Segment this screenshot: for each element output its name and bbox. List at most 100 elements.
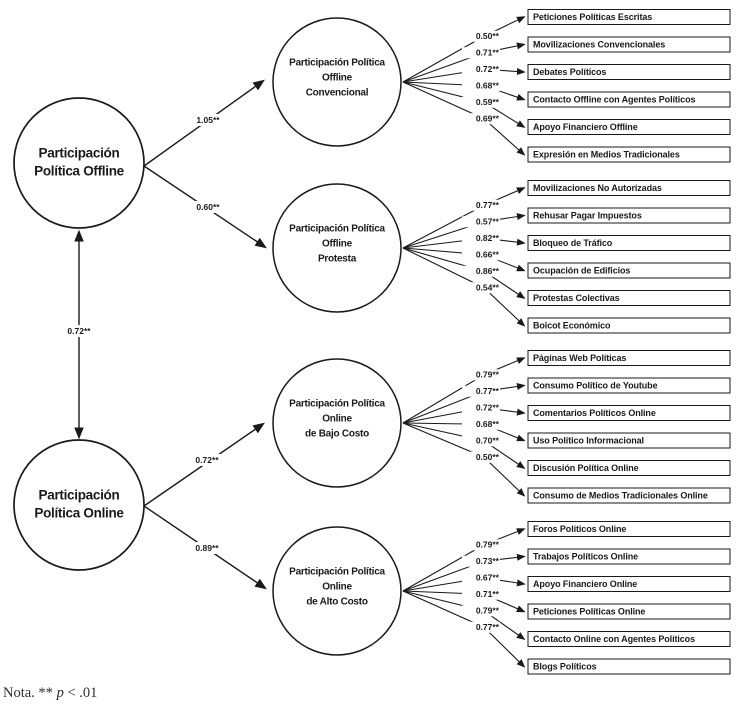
- indicator-box: [527, 350, 731, 366]
- loading-backplate: [462, 621, 500, 633]
- path-value: 0.89**: [195, 543, 219, 553]
- loading-backplate: [462, 63, 500, 75]
- loading-value: 0.68**: [476, 419, 500, 429]
- loading-backplate: [462, 402, 500, 414]
- path-value-backplate: [190, 114, 226, 126]
- factor-node-label-line: Convencional: [306, 88, 369, 99]
- loading-value: 0.67**: [476, 573, 500, 583]
- loading-backplate: [462, 539, 500, 551]
- indicator-label: Peticiones Políticas Escritas: [533, 12, 652, 22]
- indicator-label: Uso Político Informacional: [533, 435, 644, 445]
- loading-backplate: [462, 555, 500, 567]
- loading-value: 0.66**: [476, 250, 500, 260]
- indicator-box: [527, 235, 731, 251]
- factor-node-label-line: Online: [322, 582, 352, 593]
- indicator-label: Movilizaciones No Autorizadas: [533, 183, 662, 193]
- indicator-box: [527, 631, 731, 647]
- loading-value: 0.72**: [476, 403, 500, 413]
- note: Nota. ** p < .01: [3, 685, 97, 702]
- loading-value: 0.54**: [476, 283, 500, 293]
- loading-value: 0.69**: [476, 114, 500, 124]
- indicator-box: [527, 460, 731, 476]
- indicator-box: [527, 521, 731, 537]
- loading-value: 0.68**: [476, 81, 500, 91]
- factor-node-label-line: Participación Política: [289, 567, 385, 578]
- factor-node-online-bajo-costo: [272, 358, 402, 488]
- factor-node-label-line: Protesta: [318, 254, 357, 265]
- factor-node-label-line: Online: [322, 414, 352, 425]
- loading-backplate: [462, 282, 500, 294]
- indicator-label: Boicot Económico: [533, 320, 611, 330]
- indicator-label: Peticiones Políticas Online: [533, 606, 645, 616]
- latent-node-label-line: Participación: [39, 146, 120, 161]
- indicator-label: Apoyo Financiero Online: [533, 579, 637, 589]
- factor-node-label-line: Participación Política: [289, 399, 385, 410]
- indicator-label: Apoyo Financiero Offline: [533, 122, 638, 132]
- correlation-value: 0.72**: [67, 326, 91, 336]
- indicator-box: [527, 405, 731, 421]
- indicator-box: [527, 603, 731, 620]
- indicator-box: [527, 658, 731, 675]
- loading-value: 0.77**: [476, 200, 500, 210]
- latent-node-label-line: Participación: [39, 488, 120, 503]
- indicator-label: Consumo de Medios Tradicionales Online: [533, 490, 708, 500]
- note-tail: < .01: [63, 685, 98, 701]
- loading-backplate: [462, 113, 500, 125]
- correlation-value-backplate: [61, 325, 97, 337]
- factor-node-label-line: Offline: [322, 239, 353, 250]
- note-p-symbol: p: [56, 685, 64, 701]
- loading-value: 0.50**: [476, 452, 500, 462]
- loading-backplate: [462, 385, 500, 397]
- indicator-box: [527, 119, 731, 135]
- path-value: 0.72**: [195, 455, 219, 465]
- indicator-box: [527, 64, 731, 80]
- indicator-box: [527, 146, 731, 163]
- factor-node-label-line: Offline: [322, 73, 353, 84]
- loading-backplate: [462, 572, 500, 584]
- loading-value: 0.72**: [476, 64, 500, 74]
- indicator-label: Debates Políticos: [533, 67, 606, 77]
- indicator-label: Comentarios Políticos Online: [533, 408, 656, 418]
- latent-node-offline: [13, 97, 145, 229]
- loading-backplate: [462, 199, 500, 211]
- path-value: 0.60**: [196, 202, 220, 212]
- loading-value: 0.77**: [476, 386, 500, 396]
- indicator-box: [527, 432, 731, 449]
- indicator-box: [527, 576, 731, 592]
- loading-value: 0.79**: [476, 540, 500, 550]
- loading-backplate: [462, 30, 500, 42]
- indicator-label: Blogs Políticos: [533, 661, 597, 671]
- factor-node-label-line: de Bajo Costo: [305, 429, 369, 440]
- indicator-label: Protestas Colectivas: [533, 293, 620, 303]
- indicator-label: Rehusar Pagar Impuestos: [533, 210, 642, 220]
- indicator-box: [527, 262, 731, 279]
- indicator-label: Foros Políticos Online: [533, 524, 626, 534]
- loading-value: 0.82**: [476, 233, 500, 243]
- loading-value: 0.86**: [476, 266, 500, 276]
- factor-node-label-line: de Alto Costo: [306, 597, 368, 608]
- loading-backplate: [462, 605, 500, 617]
- factor-node-offline-convencional: [272, 17, 402, 147]
- latent-node-online: [13, 439, 145, 571]
- loading-backplate: [462, 588, 500, 600]
- loading-backplate: [462, 47, 500, 59]
- indicator-label: Ocupación de Edificios: [533, 265, 630, 275]
- indicator-box: [527, 180, 731, 196]
- loading-backplate: [462, 265, 500, 277]
- path-value-backplate: [189, 542, 225, 554]
- indicator-label: Contacto Online con Agentes Políticos: [533, 634, 695, 644]
- indicator-box: [527, 9, 731, 25]
- latent-node-label-line: Política Online: [34, 506, 124, 521]
- loading-backplate: [462, 435, 500, 447]
- indicator-label: Consumo Político de Youtube: [533, 380, 658, 390]
- loading-value: 0.59**: [476, 97, 500, 107]
- loading-value: 0.71**: [476, 48, 500, 58]
- loading-backplate: [462, 80, 500, 92]
- indicator-label: Contacto Offline con Agentes Políticos: [533, 94, 695, 104]
- loading-backplate: [462, 216, 500, 228]
- indicator-label: Páginas Web Políticas: [533, 353, 626, 363]
- indicator-label: Expresión en Medios Tradicionales: [533, 149, 680, 159]
- loading-backplate: [462, 451, 500, 463]
